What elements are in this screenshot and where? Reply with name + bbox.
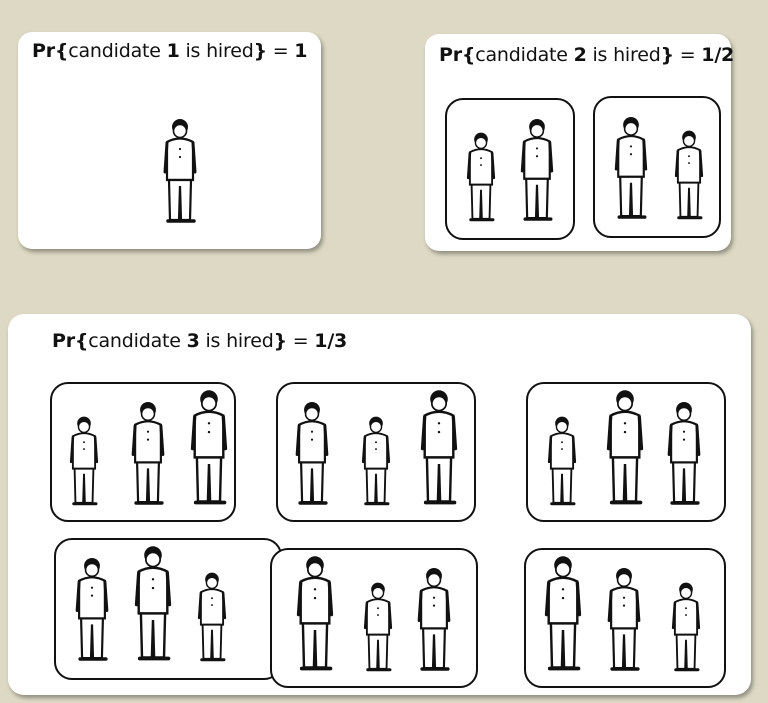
standing-person-icon [190, 388, 228, 505]
ordering-box [54, 538, 282, 680]
ordering-box [50, 382, 236, 522]
standing-person-icon [544, 554, 582, 671]
standing-person-icon [417, 566, 451, 671]
standing-person-icon [134, 544, 172, 661]
standing-person-icon [671, 581, 701, 672]
ordering-box [526, 382, 726, 522]
ordering-box [445, 98, 575, 240]
panel-candidate-2: Pr{candidate 2 is hired} = 1/2 [425, 34, 735, 251]
standing-person-icon [69, 415, 99, 506]
panel-title: Pr{candidate 2 is hired} = 1/2 [439, 44, 735, 66]
standing-person-icon [606, 388, 644, 505]
standing-person-icon [361, 415, 391, 506]
ordering-box [593, 96, 721, 238]
panel-title: Pr{candidate 1 is hired} = 1 [32, 40, 308, 62]
standing-person-icon [295, 400, 329, 505]
panel-candidate-1: Pr{candidate 1 is hired} = 1 [18, 32, 321, 249]
standing-person-icon [614, 115, 648, 219]
standing-person-icon [296, 554, 334, 671]
ordering-box [276, 382, 476, 522]
standing-person-icon [363, 581, 393, 672]
panel-candidate-3: Pr{candidate 3 is hired} = 1/3 [8, 314, 751, 695]
standing-person-icon [607, 566, 641, 671]
ordering-box [270, 548, 478, 688]
standing-person-icon [163, 117, 197, 223]
standing-person-icon [420, 388, 458, 505]
standing-person-icon [75, 556, 109, 661]
standing-person-icon [466, 131, 496, 222]
ordering-box [524, 548, 726, 688]
standing-person-icon [131, 400, 165, 505]
standing-person-icon [667, 400, 701, 505]
panel-title: Pr{candidate 3 is hired} = 1/3 [52, 330, 348, 352]
standing-person-icon [674, 129, 704, 220]
standing-person-icon [520, 117, 554, 221]
standing-person-icon [547, 415, 577, 506]
standing-person-icon [197, 571, 227, 662]
